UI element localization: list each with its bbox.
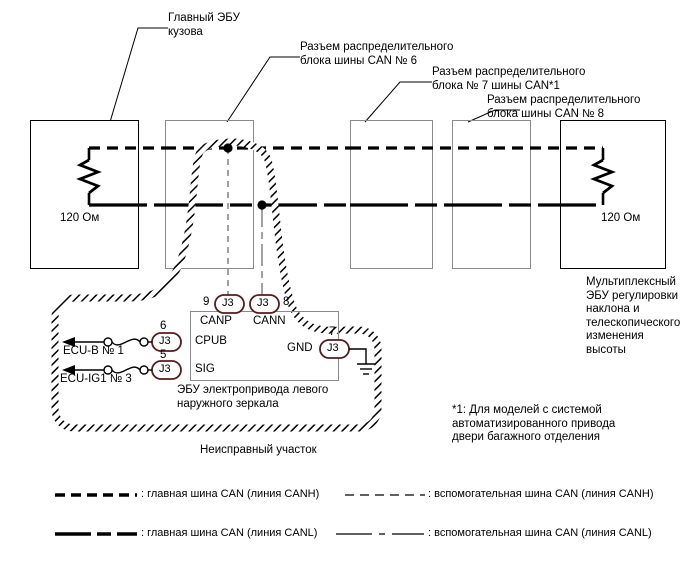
j3-oval-canp	[214, 294, 245, 314]
legend-text-canl-main: : главная шина CAN (линия CANL)	[141, 527, 318, 539]
right-terminator-resistor	[590, 148, 616, 205]
label-can-junction-8: Разъем распределительного блока шины CAN…	[487, 94, 641, 120]
label-mirror-ecu-name: ЭБУ электропривода левого наружного зерк…	[177, 384, 329, 410]
leader-lines	[109, 27, 520, 123]
power-feed-arrows	[62, 337, 75, 375]
connector-label-gnd: J3	[327, 342, 339, 354]
signal-label-gnd: GND	[287, 342, 313, 354]
junction-boxes	[165, 120, 531, 269]
footnote-text: *1: Для моделей с системой автоматизиров…	[452, 404, 616, 443]
ecu-boxes	[30, 120, 139, 269]
connector-label-cann: J3	[257, 297, 269, 309]
fault-area-outline	[51, 138, 382, 432]
label-ecu-b-feed: ECU-B № 1	[63, 345, 124, 357]
label-left-terminator-value: 120 Ом	[60, 212, 100, 224]
label-multiplex-tilt-ecu: Мультиплексный ЭБУ регулировки наклона и…	[586, 276, 681, 356]
label-can-junction-6: Разъем распределительного блока шины CAN…	[300, 41, 454, 67]
box-can-junction-8	[452, 120, 531, 269]
canl-junction-dot	[257, 200, 267, 210]
signal-label-sig: SIG	[195, 363, 215, 375]
label-right-terminator-value: 120 Ом	[601, 212, 641, 224]
pin-number-cpub: 6	[160, 320, 167, 332]
canh-junction-dot	[223, 143, 233, 153]
connector-label-sig: J3	[159, 363, 171, 375]
label-fault-area: Неисправный участок	[200, 444, 317, 456]
left-terminator-resistor	[76, 148, 102, 205]
box-can-junction-6	[165, 120, 254, 269]
legend-text-canl-sub: : вспомогательная шина CAN (линия CANL)	[428, 527, 652, 539]
box-multiplex-tilt-ecu	[560, 120, 666, 269]
legend-text-canh-main: : главная шина CAN (линия CANH)	[141, 488, 320, 500]
legend-text-canh-sub: : вспомогательная шина CAN (линия CANH)	[428, 488, 654, 500]
ground-symbol	[349, 348, 375, 375]
power-feed-terminals	[103, 337, 149, 375]
pin-number-sig: 5	[160, 349, 167, 361]
pin-number-gnd: 7	[329, 326, 336, 338]
pin-number-cann: 8	[283, 296, 290, 308]
connector-label-canp: J3	[222, 297, 234, 309]
pin-number-canp: 9	[203, 296, 210, 308]
label-can-junction-7: Разъем распределительного блока № 7 шины…	[432, 66, 586, 92]
signal-label-canp: CANP	[200, 315, 232, 327]
label-ecu-ig1-feed: ECU-IG1 № 3	[60, 373, 132, 385]
signal-label-cpub: CPUB	[195, 335, 227, 347]
label-main-body-ecu: Главный ЭБУ кузова	[168, 12, 240, 38]
box-can-junction-7	[350, 120, 433, 269]
bus-junction-dots	[223, 143, 267, 210]
j3-connectors	[151, 294, 350, 380]
box-main-body-ecu	[30, 120, 139, 269]
legend-samples	[55, 493, 425, 536]
signal-label-cann: CANN	[253, 315, 286, 327]
can-branch-lines	[227, 148, 263, 296]
connector-label-cpub: J3	[159, 335, 171, 347]
j3-oval-cann	[249, 294, 280, 314]
